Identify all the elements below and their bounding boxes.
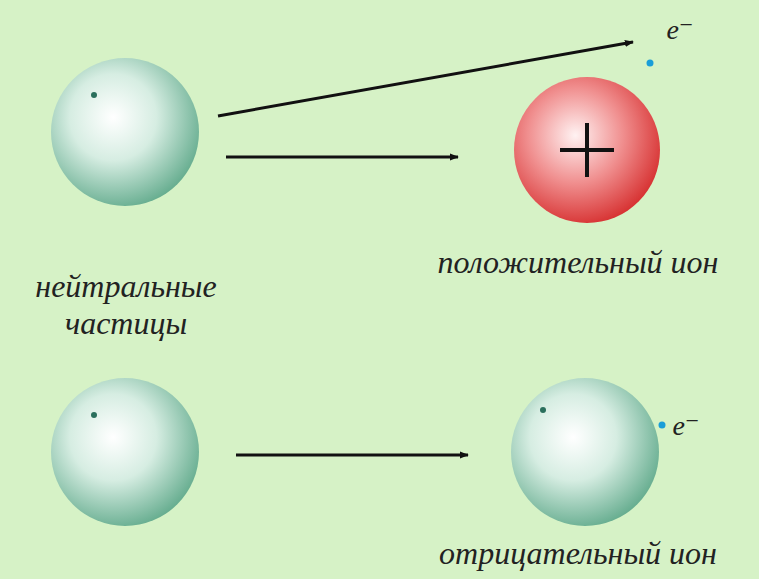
ion-label: отрицательный ион [439,535,717,572]
electron-label: e⁻ [666,14,693,46]
arrow [218,42,633,116]
arrow [226,156,458,159]
electron-dot [659,422,666,429]
arrow [236,454,468,457]
electron-label: e⁻ [672,410,699,442]
positive-ion [514,77,660,223]
ion-label: положительный ион [438,244,719,281]
electron-dot [647,60,654,67]
neutral-particle [51,378,199,526]
neutral-particle [51,58,199,206]
particles-label: нейтральные частицы [11,268,241,342]
negative-ion [511,378,659,526]
